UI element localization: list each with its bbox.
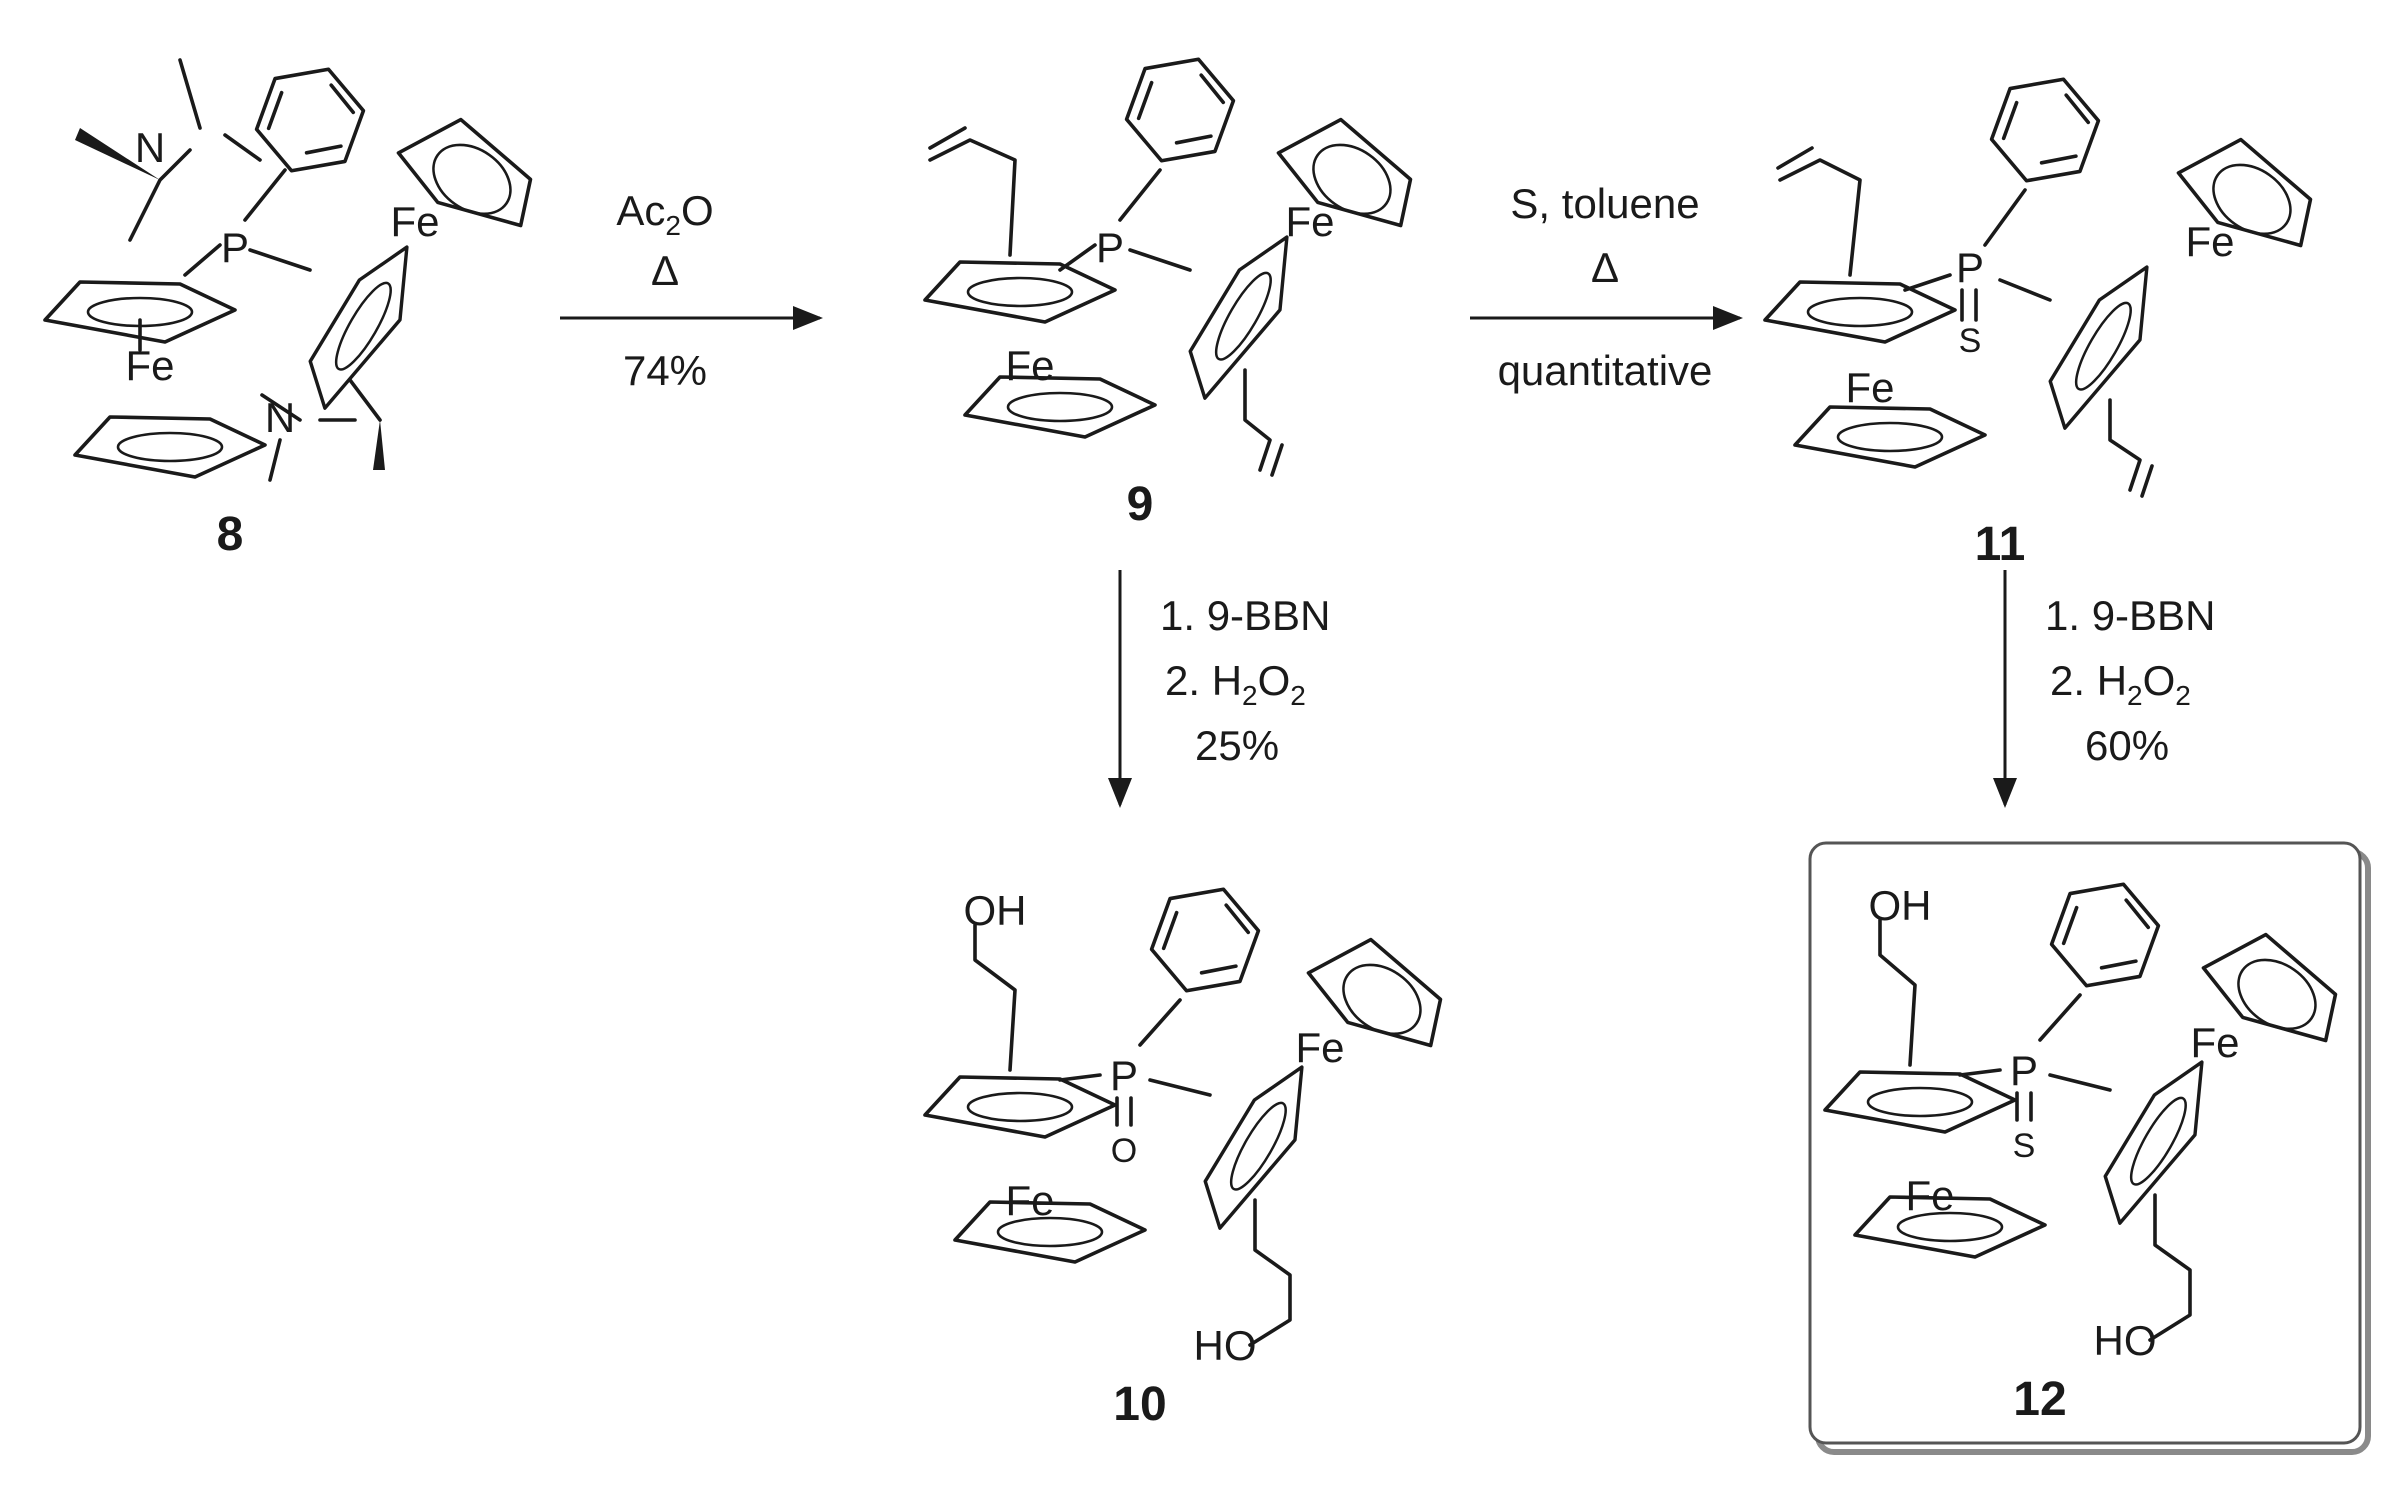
atom-fe-cp: Fe bbox=[1005, 342, 1054, 389]
reagent-h2o2: 2. H2O2 bbox=[2050, 657, 2191, 711]
compound-label-8: 8 bbox=[217, 508, 244, 561]
compound-label-10: 10 bbox=[1113, 1378, 1166, 1431]
yield-11-12: 60% bbox=[2085, 722, 2169, 769]
yield-9-10: 25% bbox=[1195, 722, 1279, 769]
atom-oh-top: OH bbox=[964, 887, 1027, 934]
atom-ho-bottom: HO bbox=[1194, 1322, 1257, 1369]
atom-fe-cp: Fe bbox=[1845, 364, 1894, 411]
atom-fe-cp: Fe bbox=[1905, 1172, 1954, 1219]
arrow-11-to-12: 1. 9-BBN 2. H2O2 60% bbox=[1993, 570, 2215, 808]
compound-10: OH P O Fe Fe HO 10 bbox=[923, 871, 1456, 1431]
compound-label-11: 11 bbox=[1975, 518, 2026, 571]
atom-o: O bbox=[1111, 1132, 1137, 1170]
atom-fe-top: Fe bbox=[390, 198, 439, 245]
compound-8: N P Fe N Fe 8 bbox=[43, 51, 546, 561]
atom-ho-bottom: HO bbox=[2094, 1317, 2157, 1364]
reagent-9bbn: 1. 9-BBN bbox=[2045, 592, 2215, 639]
atom-fe-top: Fe bbox=[1285, 198, 1334, 245]
compound-11: P S Fe Fe 11 bbox=[1763, 61, 2326, 571]
reagent-ac2o: Ac2O bbox=[616, 187, 713, 241]
atom-fe-cp: Fe bbox=[1005, 1177, 1054, 1224]
atom-p: P bbox=[1096, 224, 1124, 271]
atom-s: S bbox=[1959, 322, 1982, 360]
atom-fe-top: Fe bbox=[2185, 218, 2234, 265]
atom-n-top: N bbox=[135, 124, 165, 171]
arrow-9-to-11: S, toluene Δ quantitative bbox=[1470, 180, 1743, 394]
compound-12: OH P S Fe Fe HO 12 bbox=[1823, 866, 2351, 1426]
compound-label-12: 12 bbox=[2013, 1373, 2066, 1426]
reagent-9bbn: 1. 9-BBN bbox=[1160, 592, 1330, 639]
condition-heat: Δ bbox=[651, 247, 679, 294]
arrow-8-to-9: Ac2O Δ 74% bbox=[560, 187, 823, 394]
atom-p: P bbox=[1956, 244, 1984, 291]
atom-n-bottom: N bbox=[265, 394, 295, 441]
yield-9-11: quantitative bbox=[1498, 347, 1713, 394]
atom-fe-top: Fe bbox=[2190, 1019, 2239, 1066]
compound-label-9: 9 bbox=[1127, 478, 1154, 531]
atom-p: P bbox=[221, 224, 249, 271]
arrow-9-to-10: 1. 9-BBN 2. H2O2 25% bbox=[1108, 570, 1330, 808]
atom-fe-cp: Fe bbox=[125, 342, 174, 389]
atom-p: P bbox=[2010, 1047, 2038, 1094]
reagent-s-toluene: S, toluene bbox=[1510, 180, 1699, 227]
yield-8-9: 74% bbox=[623, 347, 707, 394]
reagent-h2o2: 2. H2O2 bbox=[1165, 657, 1306, 711]
atom-oh-top: OH bbox=[1869, 882, 1932, 929]
atom-p: P bbox=[1110, 1052, 1138, 1099]
condition-heat: Δ bbox=[1591, 244, 1619, 291]
compound-9: P Fe Fe 9 bbox=[923, 41, 1426, 531]
atom-s: S bbox=[2013, 1127, 2036, 1165]
atom-fe-top: Fe bbox=[1295, 1024, 1344, 1071]
